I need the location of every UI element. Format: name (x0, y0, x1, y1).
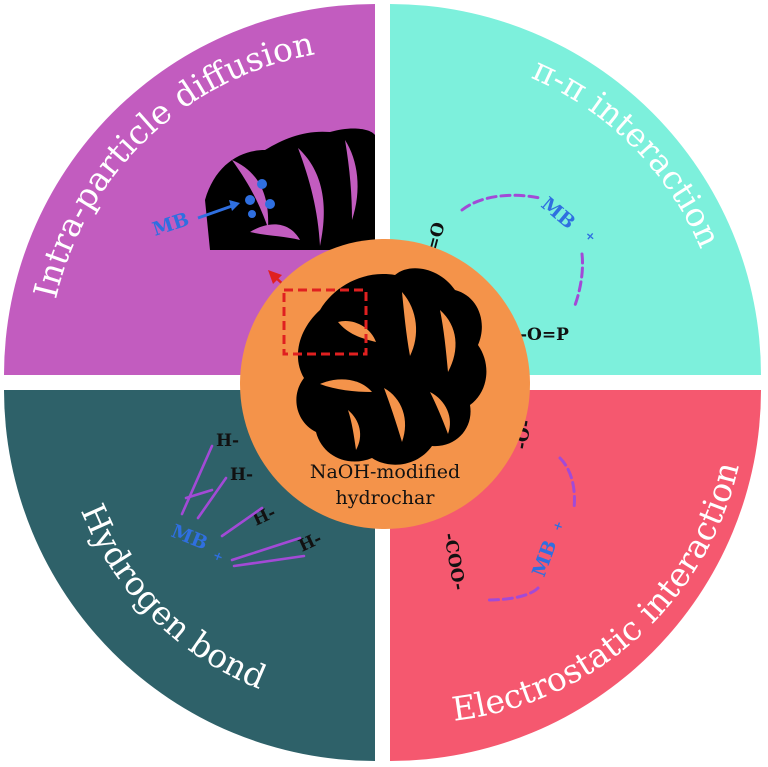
h-label-1: H- (216, 431, 239, 451)
svg-text:+: + (211, 548, 226, 565)
center-label-line2: hydrochar (336, 487, 436, 509)
phosphoryl-group-label: -O=P (520, 325, 569, 345)
diffusion-arrow-icon (197, 204, 233, 220)
svg-text:+: + (550, 519, 567, 533)
zoomed-pore-particle-icon (205, 128, 375, 250)
center-label-line1: NaOH-modified (310, 461, 460, 483)
zoom-box (282, 288, 368, 356)
hydrochar-particle-icon (296, 268, 487, 465)
h-label-2: H- (230, 465, 253, 485)
